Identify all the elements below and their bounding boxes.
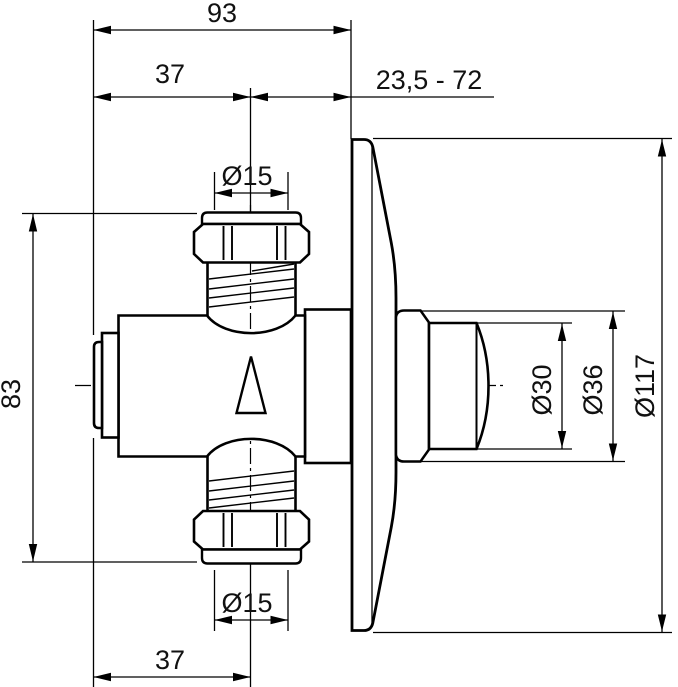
outlet-dome	[427, 321, 490, 451]
inlet-cap	[92, 340, 104, 430]
dimension-lines	[32, 29, 663, 678]
dim-label-flange-diameter: Ø117	[630, 354, 660, 418]
flow-direction-triangle-icon	[234, 356, 268, 415]
dimension-labels: 93 37 23,5 - 72 Ø15 83 Ø30 Ø36 Ø117 Ø15 …	[0, 0, 660, 675]
bottom-hex-nut	[192, 509, 311, 551]
arrowheads	[28, 25, 667, 682]
bottom-fitting	[192, 456, 311, 565]
body-neck	[303, 308, 353, 465]
top-hex-nut	[192, 222, 311, 264]
dim-label-top-connection-diameter: Ø15	[221, 161, 272, 191]
dim-label-outlet-diameter: Ø30	[527, 364, 557, 415]
bottom-cap	[200, 548, 303, 565]
dim-label-collar-diameter: Ø36	[578, 364, 608, 415]
collar	[394, 309, 431, 463]
dim-label-bottom-connection-diameter: Ø15	[221, 588, 272, 618]
flange-cone	[350, 138, 398, 632]
dim-label-wall-depth-range: 23,5 - 72	[376, 65, 483, 95]
top-cap	[200, 211, 303, 226]
valve-body	[92, 308, 353, 465]
outlet-assembly	[394, 309, 490, 463]
dim-label-upper-left-width: 37	[155, 59, 185, 89]
inlet-stub	[100, 331, 120, 439]
top-fitting	[192, 211, 311, 316]
body-block	[117, 314, 307, 458]
dim-label-overall-height: 83	[0, 379, 26, 409]
wall-flange	[350, 138, 398, 632]
extension-lines	[22, 20, 672, 687]
dim-label-bottom-left-width: 37	[155, 645, 185, 675]
dim-label-top-width: 93	[207, 0, 237, 28]
